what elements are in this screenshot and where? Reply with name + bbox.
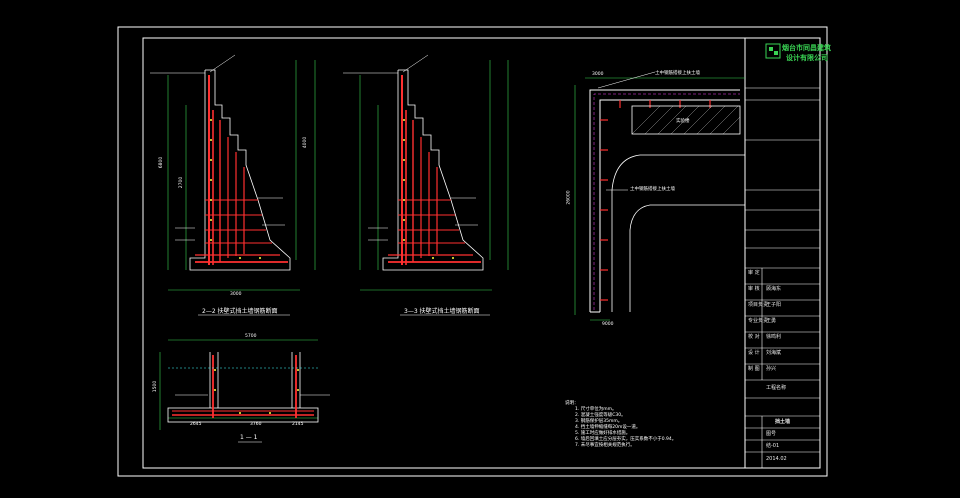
dim-9000: 9000 xyxy=(602,322,614,327)
title-block-row-value: 顾海东 xyxy=(766,286,782,292)
dim-2645: 2645 xyxy=(190,422,202,427)
drawing-number-label: 图号 xyxy=(766,431,777,437)
section-1-1 xyxy=(159,339,330,443)
company-name-line1: 烟台市同昌建筑 xyxy=(782,44,831,52)
plan-label-1: 土中钢筋搭接上扶土墙 xyxy=(655,71,700,76)
company-logo-icon xyxy=(765,43,781,59)
title-block-row-value: 刘海斌 xyxy=(766,350,782,356)
note-item: 7. 未尽事宜按相关规范执行。 xyxy=(575,443,635,448)
notes-heading: 说明： xyxy=(565,401,579,406)
plan-view xyxy=(574,71,745,321)
title-block-row-label: 审 核 xyxy=(748,286,760,292)
note-item: 3. 钢筋保护层35mm。 xyxy=(575,419,623,424)
drawing-number: 结-01 xyxy=(766,443,780,449)
dim-5700: 5700 xyxy=(245,334,257,339)
section-3-3-title: 3—3 扶壁式挡土墙钢筋断面 xyxy=(404,308,480,315)
title-block-row-value: 王勇 xyxy=(766,318,777,324)
title-block-row-value: 徐鸣利 xyxy=(766,334,782,340)
project-name-label: 工程名称 xyxy=(766,385,787,391)
inner-frame xyxy=(142,37,821,469)
note-item: 4. 挡土墙伸缩缝每20m设一道。 xyxy=(575,425,641,430)
dim-3000: 3000 xyxy=(230,292,242,297)
title-block-row-label: 校 对 xyxy=(748,334,760,340)
section-1-1-title: 1 — 1 xyxy=(240,434,258,441)
plan-label-3: 土中钢筋搭接上扶土墙 xyxy=(630,187,675,192)
title-block-row-label: 专业负责 xyxy=(748,318,769,324)
note-item: 6. 墙后回填土应分层夯实，压实系数不小于0.94。 xyxy=(575,437,677,442)
title-block-row-label: 制 图 xyxy=(748,366,760,372)
title-block-row-value: 孙兴 xyxy=(766,366,777,372)
title-block-row-label: 设 计 xyxy=(748,350,760,356)
company-name-line2: 设计有限公司 xyxy=(786,54,828,62)
dim-2145: 2145 xyxy=(292,422,304,427)
dim-1500: 1500 xyxy=(153,380,159,393)
title-block-row-value: 王子阳 xyxy=(766,302,782,308)
note-item: 1. 尺寸单位为mm。 xyxy=(575,407,617,412)
drawing-name: 挡土墙 xyxy=(775,419,791,425)
dim-3000-plan: 3000 xyxy=(592,72,604,77)
title-block-grid xyxy=(745,87,820,468)
section-3-3 xyxy=(343,54,509,291)
note-item: 2. 混凝土强度等级C30。 xyxy=(575,413,626,418)
title-block-row-label: 项目负责 xyxy=(748,302,769,308)
dim-3760: 3760 xyxy=(250,422,262,427)
dim-26000: 26000 xyxy=(566,190,572,205)
plan-label-2: 实验楼 xyxy=(676,119,690,124)
note-item: 5. 施工时应做好排水措施。 xyxy=(575,431,631,436)
notes-list: 1. 尺寸单位为mm。2. 混凝土强度等级C30。3. 钢筋保护层35mm。4.… xyxy=(565,406,676,448)
dim-6800: 6800 xyxy=(159,156,165,169)
design-notes: 说明： 1. 尺寸单位为mm。2. 混凝土强度等级C30。3. 钢筋保护层35m… xyxy=(565,400,676,448)
dim-4000: 4000 xyxy=(303,136,309,149)
title-block-row-label: 审 定 xyxy=(748,270,760,276)
section-2-2-title: 2—2 扶壁式挡土墙钢筋断面 xyxy=(202,308,278,315)
section-2-2 xyxy=(150,54,316,291)
outer-frame xyxy=(117,26,828,477)
drawing-date: 2014.02 xyxy=(766,456,787,462)
dim-2700: 2700 xyxy=(179,176,185,189)
